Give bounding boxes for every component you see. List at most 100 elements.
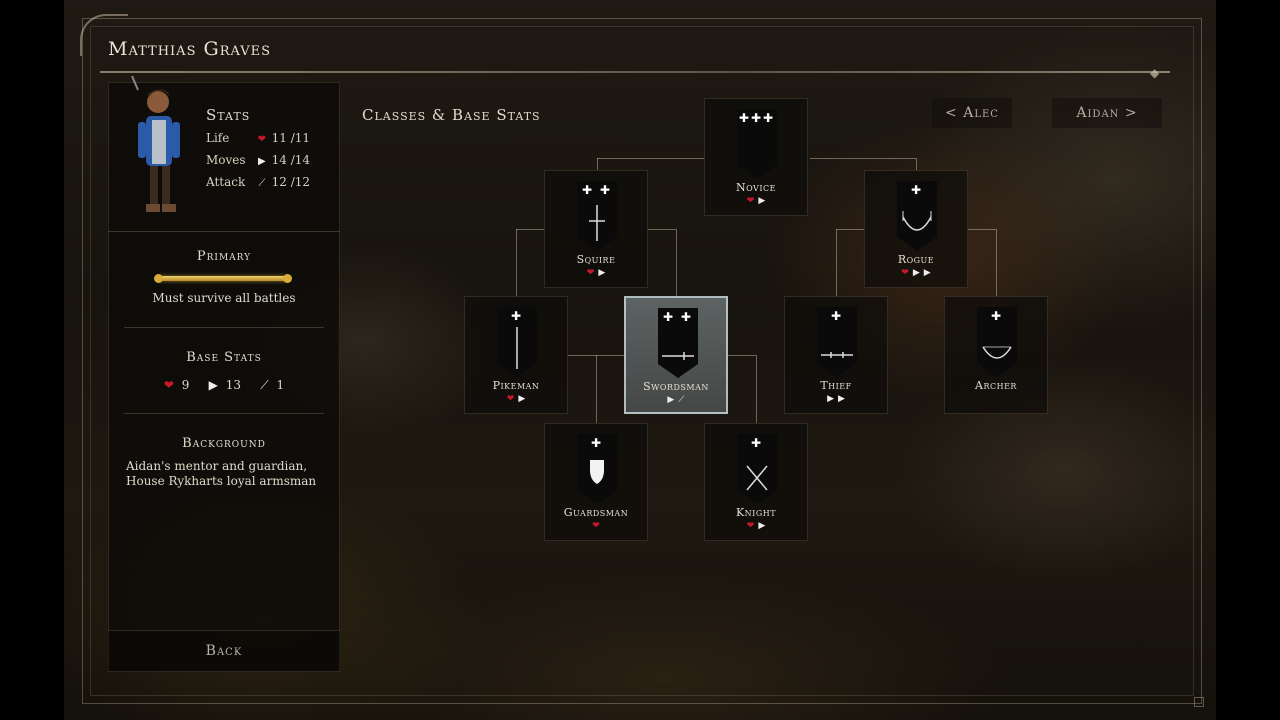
move-arrow-icon: ▶ bbox=[208, 378, 218, 392]
heart-icon: ❤ bbox=[746, 196, 755, 206]
sword-icon: ⟋ bbox=[258, 178, 266, 189]
tree-connector bbox=[756, 355, 757, 423]
heart-icon: ❤ bbox=[901, 268, 909, 278]
title-rule-ornament-icon: ◆ bbox=[1150, 66, 1160, 80]
class-stat-icons: ❤▶ bbox=[545, 268, 647, 278]
crossed-swords-emblem-icon bbox=[746, 465, 768, 491]
next-character-button[interactable]: Aidan > bbox=[1052, 98, 1162, 128]
sword-emblem-icon bbox=[589, 205, 605, 241]
rank-crosses-icon: ✚ ✚ bbox=[663, 310, 693, 324]
class-banner bbox=[658, 308, 698, 378]
class-banner bbox=[737, 434, 777, 504]
class-name: Squire bbox=[576, 253, 616, 266]
arrow-icon: ▶ bbox=[758, 196, 766, 206]
tree-connector bbox=[810, 158, 916, 159]
classes-heading: Classes & Base Stats bbox=[362, 106, 541, 124]
tree-connector bbox=[728, 355, 756, 356]
class-card-guardsman[interactable]: ✚ Guardsman ❤ bbox=[544, 423, 648, 541]
class-card-thief[interactable]: ✚ Thief ▶▶ bbox=[784, 296, 888, 414]
primary-objective-text: Must survive all battles bbox=[152, 291, 296, 305]
tree-connector bbox=[516, 229, 517, 297]
arrow-icon: ▶ bbox=[827, 394, 834, 404]
class-card-archer[interactable]: ✚ Archer bbox=[944, 296, 1048, 414]
background-heading: Background bbox=[182, 436, 266, 451]
stat-moves: Moves ▶ 14 /14 bbox=[206, 153, 326, 167]
prev-character-button[interactable]: < Alec bbox=[932, 98, 1012, 128]
ornate-frame-inner bbox=[90, 26, 1194, 696]
arrow-icon: ▶ bbox=[912, 268, 920, 278]
class-card-swordsman[interactable]: ✚ ✚ Swordsman ▶⟋ bbox=[624, 296, 728, 414]
class-banner bbox=[817, 307, 857, 377]
base-attack-value: 1 bbox=[276, 378, 285, 392]
class-name: Knight bbox=[735, 506, 777, 519]
arrow-icon: ▶ bbox=[518, 394, 526, 404]
rank-crosses-icon: ✚ bbox=[750, 436, 764, 450]
character-portrait bbox=[131, 76, 180, 212]
bow-emblem-icon bbox=[902, 211, 932, 231]
dagger-emblem-icon bbox=[821, 352, 853, 358]
ornate-frame bbox=[82, 18, 1202, 704]
primary-heading: Primary bbox=[196, 249, 252, 264]
stat-attack: Attack ⟋ 12 /12 bbox=[206, 175, 326, 189]
stat-attack-value: 12 /12 bbox=[271, 175, 311, 189]
background-line-2: House Rykharts loyal armsman bbox=[126, 474, 317, 488]
class-name: Rogue bbox=[897, 253, 935, 266]
stat-life: Life ❤ 11 /11 bbox=[206, 131, 326, 145]
rank-crosses-icon: ✚ bbox=[830, 309, 844, 323]
move-arrow-icon: ▶ bbox=[257, 156, 266, 167]
class-card-knight[interactable]: ✚ Knight ❤▶ bbox=[704, 423, 808, 541]
class-name: Guardsman bbox=[563, 506, 629, 519]
primary-objective-bar bbox=[154, 274, 292, 283]
class-banner bbox=[737, 109, 777, 179]
class-card-pikeman[interactable]: ✚ Pikeman ❤▶ bbox=[464, 296, 568, 414]
tree-connector bbox=[648, 229, 676, 230]
background-text: Aidan's mentor and guardian, House Rykha… bbox=[126, 459, 326, 489]
heart-icon: ❤ bbox=[592, 521, 600, 531]
heart-icon: ❤ bbox=[506, 394, 515, 404]
tree-connector bbox=[596, 355, 597, 423]
sword-icon: ⟋ bbox=[678, 395, 685, 405]
class-stat-icons: ❤▶ bbox=[705, 196, 807, 206]
rank-crosses-icon: ✚✚✚ bbox=[738, 111, 776, 125]
frame-corner-mark bbox=[1194, 697, 1204, 707]
stat-attack-label: Attack bbox=[206, 175, 246, 189]
heart-icon: ❤ bbox=[257, 134, 267, 145]
class-name: Novice bbox=[736, 181, 776, 194]
class-name: Pikeman bbox=[492, 379, 540, 392]
character-name: Matthias Graves bbox=[108, 38, 272, 60]
heart-icon: ❤ bbox=[586, 268, 595, 278]
class-card-rogue[interactable]: ✚ Rogue ❤▶▶ bbox=[864, 170, 968, 288]
class-name: Thief bbox=[820, 379, 852, 392]
class-stat-icons: ❤▶▶ bbox=[865, 268, 967, 278]
class-name: Archer bbox=[975, 379, 1017, 392]
background-line-1: Aidan's mentor and guardian, bbox=[126, 459, 308, 473]
back-button[interactable]: Back bbox=[108, 630, 340, 671]
frame-corner-ornament bbox=[80, 14, 128, 56]
stat-moves-label: Moves bbox=[206, 153, 246, 167]
tree-connector bbox=[968, 229, 996, 230]
tree-connector bbox=[516, 229, 544, 230]
class-stat-icons: ▶⟋ bbox=[626, 395, 726, 405]
tree-connector bbox=[836, 229, 864, 230]
class-stat-icons: ❤▶ bbox=[465, 394, 567, 404]
base-life-value: 9 bbox=[181, 378, 190, 392]
shield-emblem-icon bbox=[590, 460, 604, 484]
stat-life-label: Life bbox=[206, 131, 230, 145]
heart-icon: ❤ bbox=[746, 521, 755, 531]
character-info-panel bbox=[108, 82, 340, 672]
pike-emblem-icon bbox=[516, 327, 518, 369]
class-card-squire[interactable]: ✚ ✚ Squire ❤▶ bbox=[544, 170, 648, 288]
stat-moves-value: 14 /14 bbox=[271, 153, 311, 167]
stat-life-value: 11 /11 bbox=[271, 131, 311, 145]
class-stat-icons: ▶▶ bbox=[785, 394, 887, 404]
rank-crosses-icon: ✚ bbox=[990, 309, 1004, 323]
tree-connector bbox=[676, 229, 677, 297]
base-stats-heading: Base Stats bbox=[186, 350, 262, 365]
class-card-novice[interactable]: ✚✚✚ Novice ❤▶ bbox=[704, 98, 808, 216]
rank-crosses-icon: ✚ ✚ bbox=[582, 183, 612, 197]
heart-icon: ❤ bbox=[163, 378, 174, 392]
class-banner bbox=[977, 307, 1017, 377]
tree-connector bbox=[836, 229, 837, 297]
base-moves-value: 13 bbox=[225, 378, 241, 392]
tree-connector bbox=[568, 355, 624, 356]
